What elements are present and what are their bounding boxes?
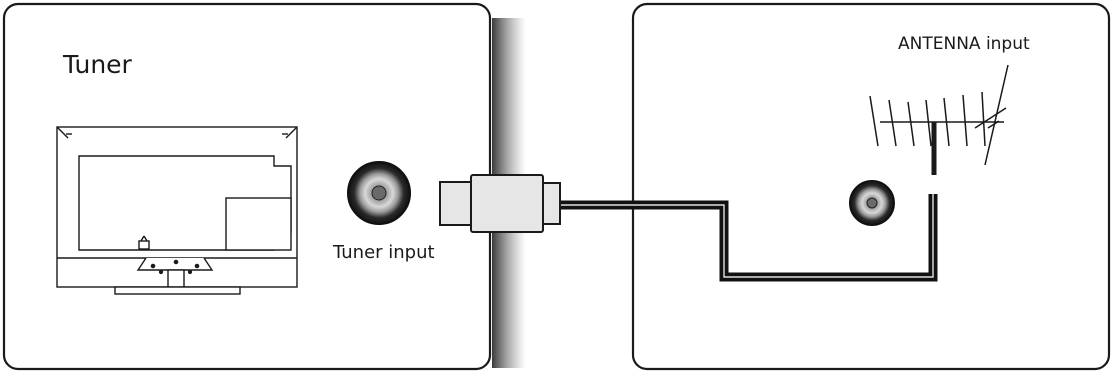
- antenna-input-jack-icon: [849, 180, 895, 226]
- coax-plug-icon: [439, 174, 561, 233]
- tuner-input-label: Tuner input: [333, 242, 435, 263]
- coax-cable-highlight: [560, 194, 934, 278]
- tuner-input-jack-icon: [347, 161, 411, 225]
- tv-back-icon: [56, 126, 298, 295]
- antenna-input-label: ANTENNA input: [898, 34, 1030, 54]
- tuner-title: Tuner: [63, 50, 132, 79]
- antenna-icon: [869, 64, 1009, 175]
